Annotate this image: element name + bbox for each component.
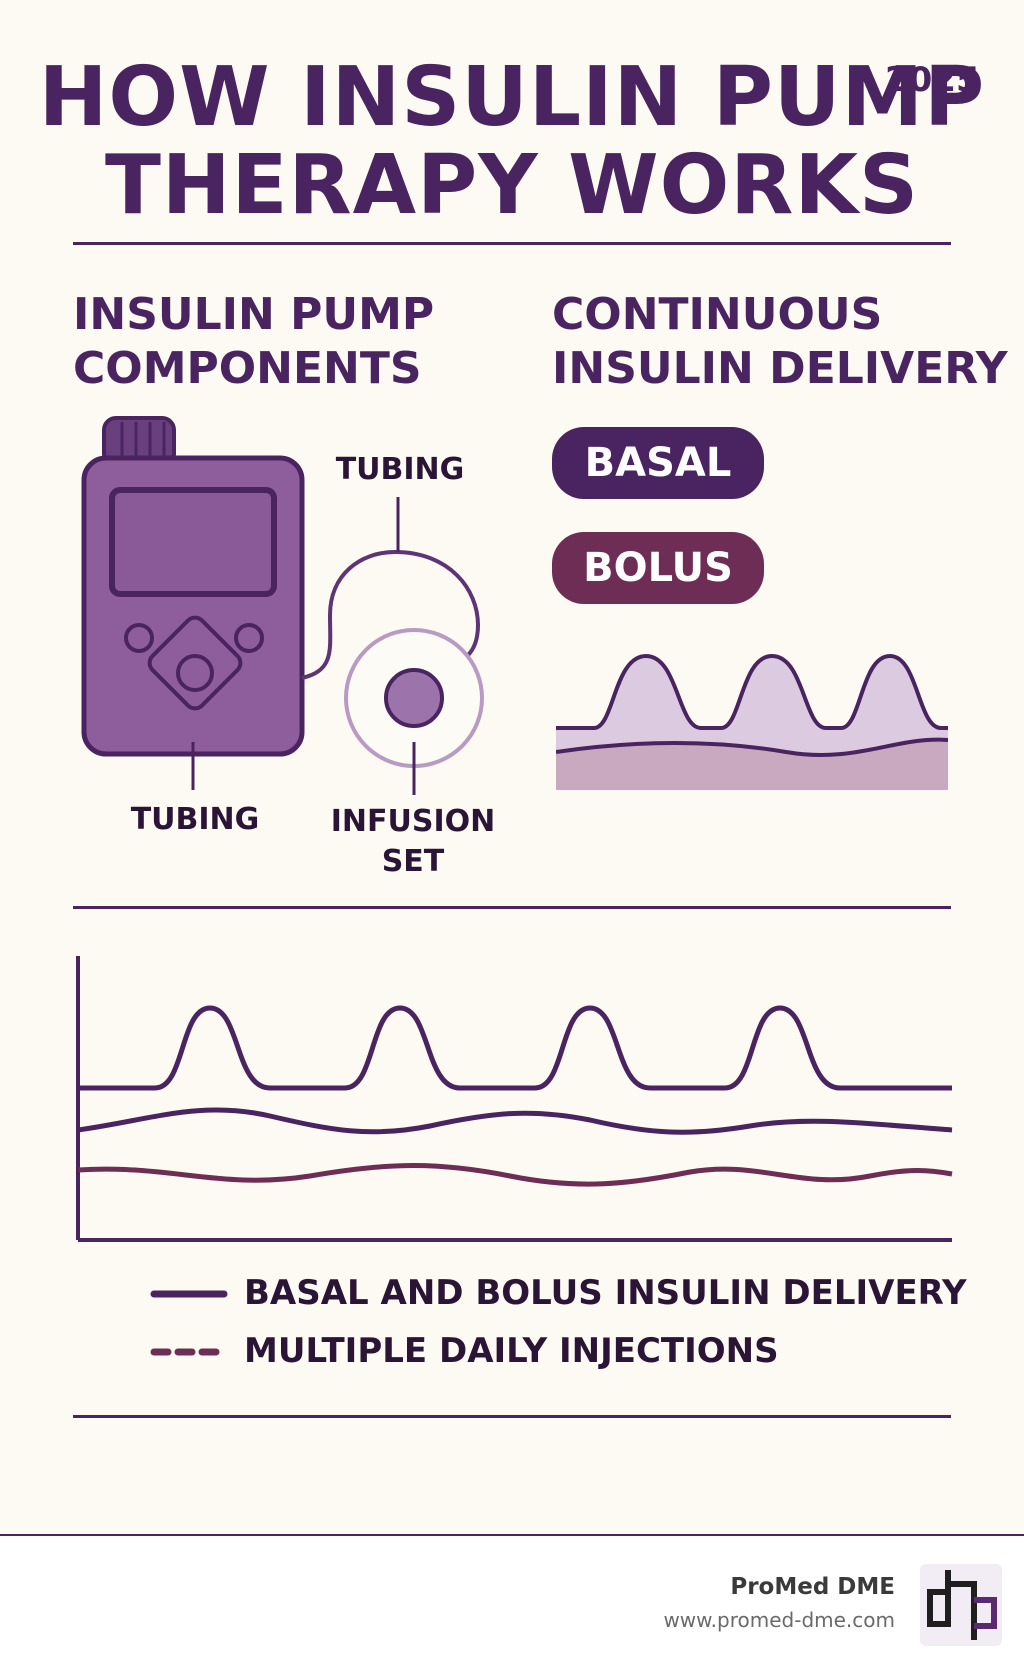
components-heading: INSULIN PUMP COMPONENTS <box>73 288 434 396</box>
basal-pill: BASAL <box>552 427 764 499</box>
label-infusion-line2: SET <box>381 844 445 879</box>
label-infusion-set: INFUSION SET <box>318 802 508 882</box>
legend-item-basal-bolus: BASAL AND BOLUS INSULIN DELIVERY <box>244 1273 967 1313</box>
page-title-line2: THERAPY WORKS <box>104 138 920 233</box>
pump-cap-ridges <box>120 422 166 462</box>
footer-brand: ProMed DME <box>730 1574 895 1600</box>
label-tubing-top: TUBING <box>335 452 465 487</box>
label-infusion-line1: INFUSION <box>330 804 496 839</box>
components-heading-line1: INSULIN PUMP <box>73 289 435 340</box>
label-tubing-bottom: TUBING <box>130 802 260 837</box>
legend-swatches <box>150 1290 228 1356</box>
delivery-heading-line1: CONTINUOUS <box>552 289 883 340</box>
pump-left-button <box>124 623 154 653</box>
divider-middle <box>73 906 951 909</box>
divider-bottom <box>73 1415 951 1418</box>
legend-item-mdi: MULTIPLE DAILY INJECTIONS <box>244 1331 779 1371</box>
basal-series-line <box>77 1107 953 1135</box>
delivery-heading: CONTINUOUS INSULIN DELIVERY <box>552 288 1008 396</box>
insulin-pump-illustration <box>81 416 484 795</box>
footer-url[interactable]: www.promed-dme.com <box>663 1608 895 1632</box>
tubing-line <box>301 549 481 680</box>
bolus-curve <box>556 653 948 730</box>
delivery-wave-graphic <box>556 653 948 790</box>
bolus-pill: BOLUS <box>552 532 764 604</box>
basal-curve <box>556 737 948 757</box>
bolus-series-line <box>78 1005 952 1091</box>
components-heading-line2: COMPONENTS <box>73 343 422 394</box>
mdi-series-line <box>77 1163 953 1187</box>
promed-logo-icon <box>920 1564 1002 1646</box>
pump-right-button <box>234 623 264 653</box>
pump-screen <box>109 487 277 597</box>
year-badge: 2025 <box>885 60 980 100</box>
footer <box>0 1536 1024 1666</box>
basal-area <box>556 739 948 790</box>
footer-divider <box>0 1534 1024 1537</box>
divider-top <box>73 242 951 245</box>
pump-dpad <box>147 615 243 711</box>
pump-center-button <box>176 654 214 692</box>
page-title-line1: HOW INSULIN PUMP <box>38 50 986 145</box>
comparison-chart <box>76 956 953 1242</box>
infusion-set-center <box>384 668 444 728</box>
delivery-heading-line2: INSULIN DELIVERY <box>552 343 1008 394</box>
